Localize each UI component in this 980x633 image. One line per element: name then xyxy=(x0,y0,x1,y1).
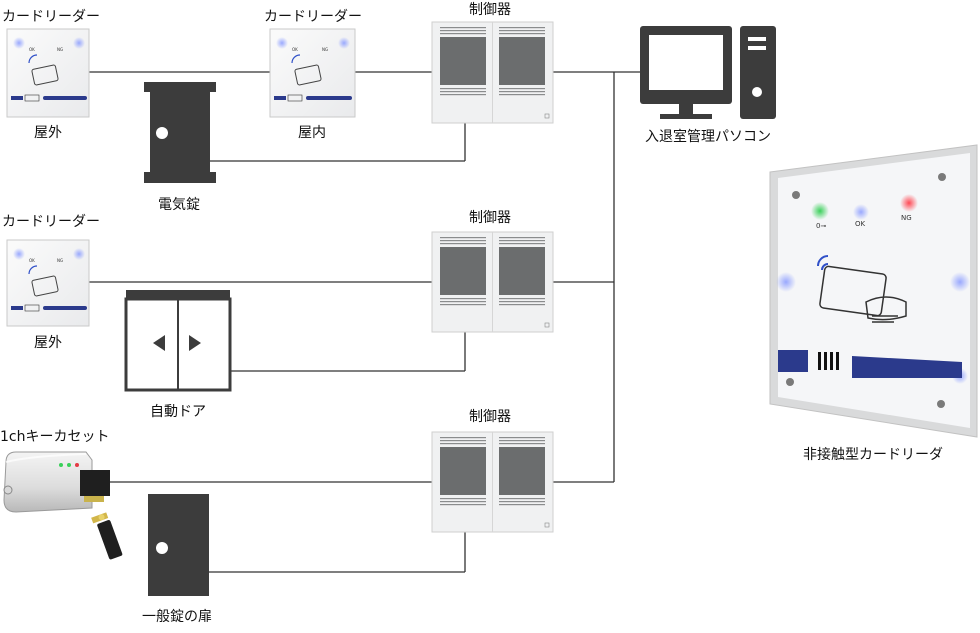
product-caption: 非接触型カードリーダ xyxy=(803,447,943,463)
led-ng-text: NG xyxy=(901,214,912,222)
reader-led-ng-text: NG xyxy=(322,47,328,52)
rfid-wave-icon xyxy=(817,255,829,271)
controller-row1 xyxy=(431,21,554,124)
reader-caption-indoor-row1: 屋内 xyxy=(298,125,326,141)
reader-title-row2: カードリーダー xyxy=(2,214,100,230)
controller-row3 xyxy=(431,431,554,533)
key-led-icon: 0⊸ xyxy=(816,222,826,230)
reader-caption-outdoor-row2: 屋外 xyxy=(34,335,62,351)
reader-title-indoor-row1: カードリーダー xyxy=(264,9,362,25)
reader-led-ng-text: NG xyxy=(57,258,63,263)
rfid-wave-icon xyxy=(291,54,301,64)
pc-icon xyxy=(640,26,776,119)
connection-lines xyxy=(89,71,640,573)
controller-label-row1: 制御器 xyxy=(469,2,511,18)
reader-led-ng-text: NG xyxy=(57,47,63,52)
controller-label-row3: 制御器 xyxy=(469,409,511,425)
general-lock-door-icon xyxy=(148,494,209,596)
automatic-door-icon xyxy=(124,290,232,392)
rfid-wave-icon xyxy=(28,265,38,275)
card-hand-icon xyxy=(294,64,322,86)
electric-lock-caption: 電気錠 xyxy=(158,197,200,213)
general-lock-door-caption: 一般錠の扉 xyxy=(142,609,212,625)
speaker-grille xyxy=(818,352,839,370)
card-hand-icon xyxy=(819,265,907,323)
contactless-card-reader-large: 0⊸ OK NG xyxy=(769,144,978,438)
controller-label-row2: 制御器 xyxy=(469,210,511,226)
rfid-wave-icon xyxy=(28,54,38,64)
electric-lock-door-icon xyxy=(144,82,216,183)
key-cassette-title: 1chキーカセット xyxy=(0,429,110,445)
card-reader-row1-indoor: OK NG xyxy=(269,28,356,118)
card-hand-icon xyxy=(31,64,59,86)
arrow-left-icon xyxy=(153,335,165,351)
arrow-right-icon xyxy=(189,335,201,351)
reader-title-row1: カードリーダー xyxy=(2,9,100,25)
card-reader-row2-outdoor: OK NG xyxy=(6,239,90,327)
card-reader-row1-outdoor: OK NG xyxy=(6,28,90,118)
reader-caption-outdoor-row1: 屋外 xyxy=(34,125,62,141)
reader-led-ok-text: OK xyxy=(292,47,298,52)
reader-led-ok-text: OK xyxy=(29,258,35,263)
pc-label: 入退室管理パソコン xyxy=(645,129,771,145)
reader-led-ok-text: OK xyxy=(29,47,35,52)
controller-row2 xyxy=(431,231,554,333)
led-ok-text: OK xyxy=(855,220,866,228)
key-cassette-icon xyxy=(3,451,123,560)
card-hand-icon xyxy=(31,275,59,297)
automatic-door-caption: 自動ドア xyxy=(150,404,206,420)
